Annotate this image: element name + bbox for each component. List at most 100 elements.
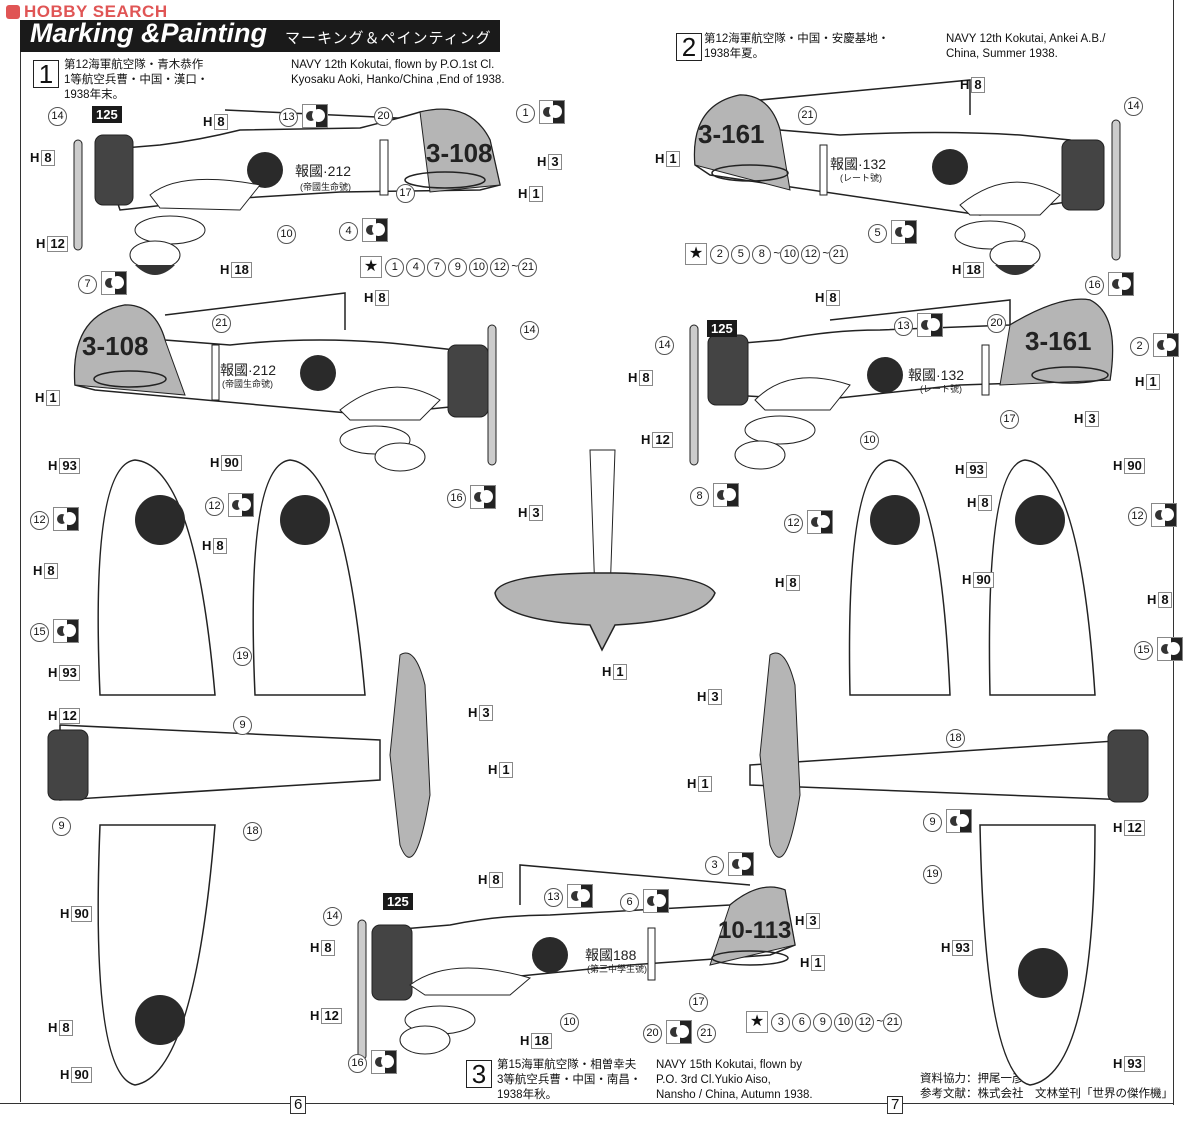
hinomaru: [532, 937, 568, 973]
decal-callout-17: 17: [1000, 409, 1019, 429]
decal-callout-13: 13: [894, 313, 944, 337]
decal-icon: [362, 218, 389, 242]
decal-callout-14: 14: [48, 106, 67, 126]
top-view-left: [47, 459, 431, 1086]
scheme-1-description-jp: 第12海軍航空隊・青木恭作 1等航空兵曹・中国・漢口・ 1938年末。: [64, 59, 209, 101]
profile-scheme-2-left-side: 3-161 報國·132 (レート號): [689, 298, 1114, 470]
engine-cowling: [447, 344, 489, 418]
decal-icon: [1151, 503, 1178, 527]
profile-scheme-1-right-side: 3-108 報國·212 (帝國生命號): [73, 292, 497, 472]
engine-cowling: [94, 134, 134, 206]
scheme-1-number: 1: [33, 60, 59, 88]
decal-icon: [666, 1020, 693, 1044]
hinomaru: [300, 355, 336, 391]
decal-callout-18: 18: [946, 728, 965, 748]
page-number-right: 7: [887, 1096, 904, 1114]
decal-icon: [1153, 333, 1180, 357]
decal-icon: [946, 809, 973, 833]
decal-callout-16: 16: [348, 1050, 398, 1074]
page-title: Marking &Painting: [30, 18, 268, 48]
badge-125: 125: [92, 106, 122, 123]
decal-callout-21: 21: [798, 105, 817, 125]
decal-callout-14: 14: [323, 906, 342, 926]
scheme-2-fuselage-text-left: 報國·132: [908, 367, 964, 383]
scheme-3-tail-code: 10-113: [718, 917, 791, 944]
scheme-3-number: 3: [466, 1060, 492, 1088]
decal-callout-19: 19: [923, 864, 942, 884]
engine-cowling: [707, 334, 749, 406]
badge-125: 125: [707, 320, 737, 337]
hinomaru: [135, 495, 185, 545]
decal-icon: [302, 104, 329, 128]
decal-icon: [567, 884, 594, 908]
decal-callout-15: 15: [30, 619, 80, 643]
decal-callout-19: 19: [233, 646, 252, 666]
decal-callout-12: 12: [784, 510, 834, 534]
decal-callout-15: 15: [1134, 637, 1184, 661]
decal-callout-7: 7: [78, 271, 128, 295]
scheme-2-number: 2: [676, 33, 702, 61]
decal-callout-16: 16: [1085, 272, 1135, 296]
decal-callout-8: 8: [690, 483, 740, 507]
tail-underside-view: [494, 449, 716, 652]
decal-icon: [643, 889, 670, 913]
scheme-1-fuselage-subtext-right: (帝國生命號): [222, 378, 273, 389]
hinomaru: [135, 995, 185, 1045]
scheme-1-tail-code-right: 3-108: [82, 331, 149, 361]
scheme-2-fuselage-subtext-left: (レート號): [920, 383, 962, 394]
header-bar: [20, 20, 500, 52]
decal-callout-10: 10: [560, 1012, 579, 1032]
engine-cowling: [371, 924, 413, 1001]
frame-left: [20, 52, 21, 1102]
hinomaru: [932, 149, 968, 185]
propeller: [689, 324, 699, 466]
scheme-1-fuselage-text-right: 報國·212: [220, 362, 276, 378]
hobbysearch-logo-icon: [6, 5, 20, 19]
propeller: [73, 139, 83, 251]
engine-cowling: [47, 729, 89, 801]
scheme-2-description-en: NAVY 12th Kokutai, Ankei A.B./ China, Su…: [946, 33, 1106, 60]
bottom-view-right: [749, 459, 1149, 1086]
hinomaru: [1018, 948, 1068, 998]
decal-callout-1: 1: [516, 100, 566, 124]
propeller: [487, 324, 497, 466]
decal-callout-14: 14: [655, 335, 674, 355]
decal-icon: [728, 852, 755, 876]
decal-callout-10: 10: [860, 430, 879, 450]
credits: 資料協力：押尾一彦氏 参考文献：株式会社 文林堂刊「世界の傑作機」: [920, 1073, 1173, 1100]
decal-callout-9: 9: [233, 715, 252, 735]
engine-cowling: [1061, 139, 1105, 211]
hinomaru: [1015, 495, 1065, 545]
scheme-1-description-en: NAVY 12th Kokutai, flown by P.O.1st Cl. …: [291, 59, 505, 86]
decal-icon: [371, 1050, 398, 1074]
decal-callout-14: 14: [520, 320, 539, 340]
decal-callout-13: 13: [544, 884, 594, 908]
watermark: HOBBY SEARCH: [6, 2, 168, 22]
